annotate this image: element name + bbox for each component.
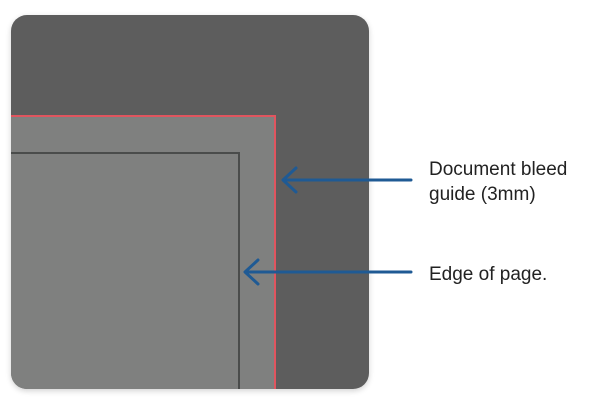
page-edge-area (11, 152, 240, 389)
bleed-guide-arrow (281, 166, 413, 194)
bleed-guide-label-line1: Document bleed (429, 159, 568, 180)
bleed-guide-label: Document bleed guide (3mm) (429, 157, 599, 207)
page-edge-arrow (243, 258, 413, 286)
document-preview-panel (11, 15, 369, 389)
bleed-guide-label-line2: guide (3mm) (429, 184, 536, 205)
bleed-guide-area (11, 115, 276, 389)
page-edge-label: Edge of page. (429, 264, 548, 285)
